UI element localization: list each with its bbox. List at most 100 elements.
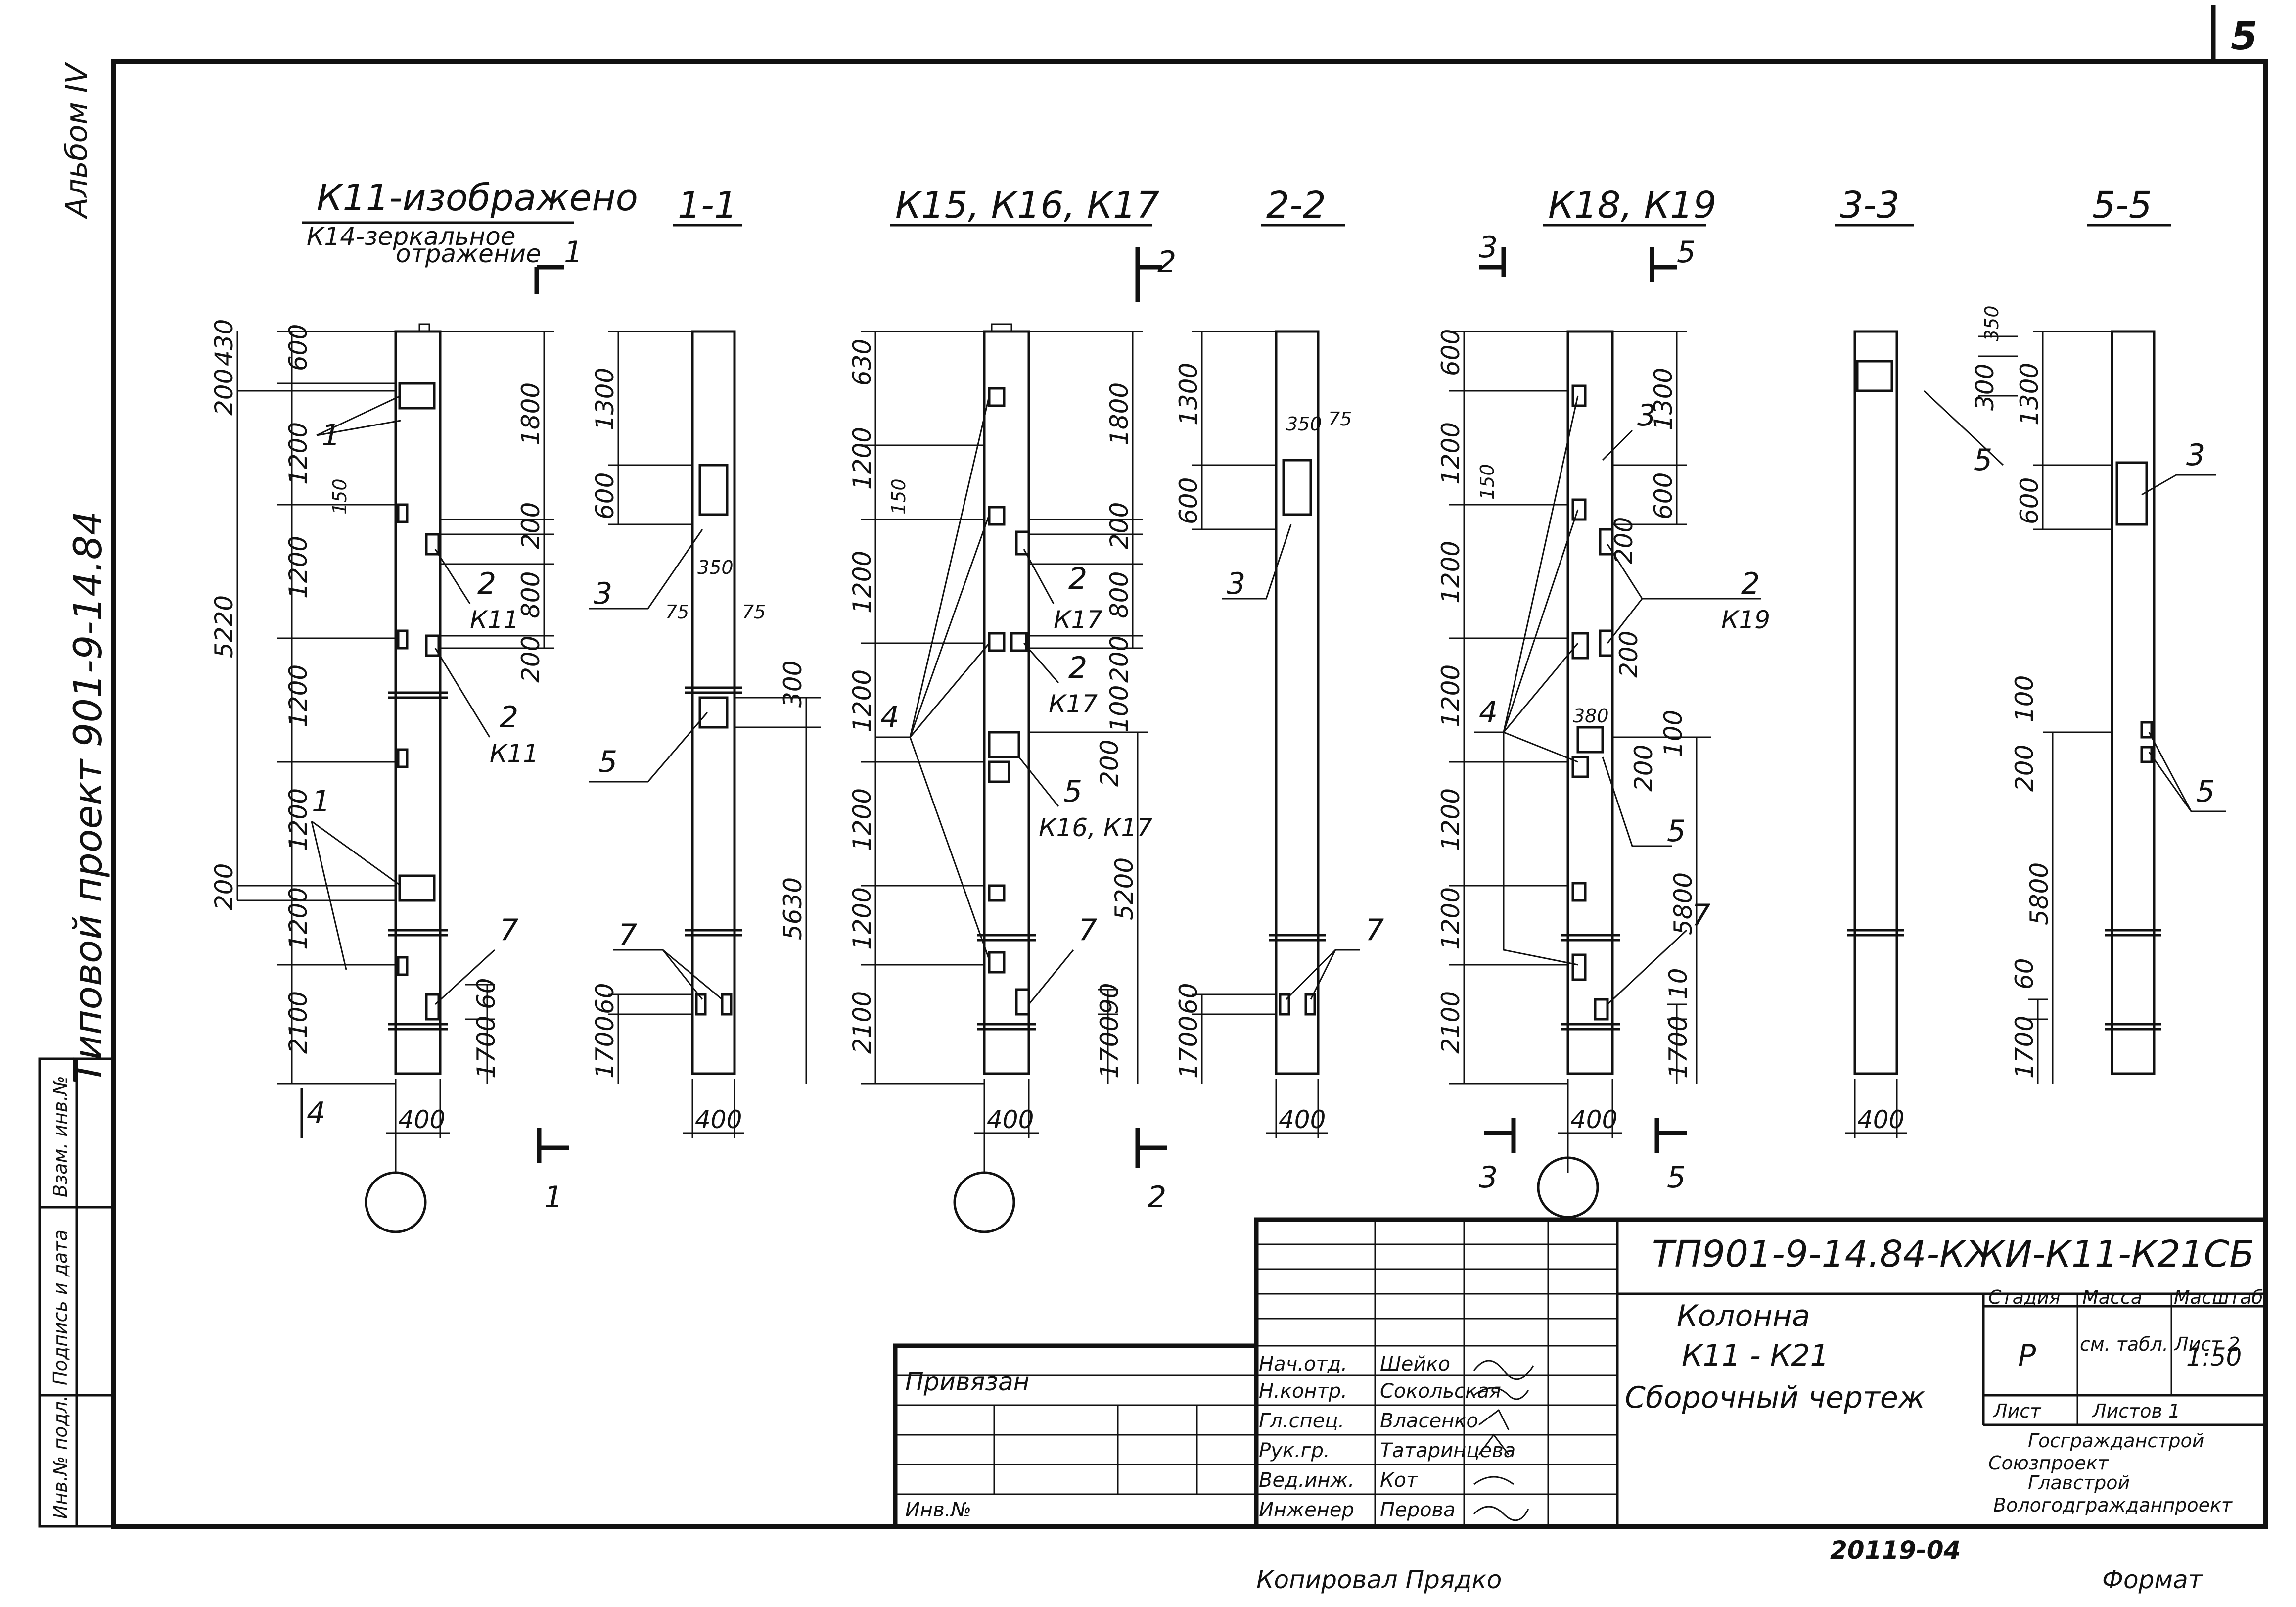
- view-section-1-1: 1-1 1300 600 350 75 75 300 5630 1700 60 …: [589, 184, 821, 1138]
- dim-400-k15: 400: [987, 1105, 1034, 1134]
- title-block: ТП901-9-14.84-КЖИ-К11-К21СБ Колонна К11 …: [893, 1217, 2268, 1529]
- dim-1700-s55: 1700: [2010, 1016, 2039, 1079]
- stamp-mass: см. табл. Лист 2: [2080, 1333, 2240, 1355]
- dim-200-k15-a: 200: [1105, 502, 1134, 549]
- dim-1300-k18: 1300: [1649, 368, 1678, 430]
- callout-2-k11-a: 2: [477, 567, 496, 601]
- stamp-role-2: Н.контр.: [1259, 1380, 1347, 1403]
- dim-200-k15-c: 200: [1095, 740, 1124, 787]
- dim-5200-k15: 5200: [1110, 857, 1139, 920]
- column-section-1-1: [691, 330, 736, 1075]
- axis-bubble-1: [365, 1171, 427, 1233]
- view-2-2-title: 2-2: [1266, 184, 1326, 227]
- axis-bubble-2: [953, 1171, 1015, 1233]
- left-strip-inv-label: Инв.№ подл.: [49, 1395, 71, 1519]
- callout-5-s55-b: 5: [2196, 774, 2215, 809]
- dim-75-s11-a: 75: [665, 601, 689, 623]
- dim-200-bottom-k11: 200: [210, 863, 238, 910]
- callout-2-k15-b: 2: [1068, 651, 1087, 685]
- view-k15-title: К15, К16, К17: [895, 184, 1159, 227]
- dim-60-k11: 60: [472, 978, 501, 1009]
- dim-10-k18: 10: [1664, 968, 1693, 999]
- stamp-org-2: Союзпроект: [1988, 1452, 2110, 1474]
- section-mark-2-top: 2: [1157, 245, 1176, 280]
- column-k15: [983, 330, 1030, 1075]
- stamp-inv: Инв.№: [905, 1499, 971, 1521]
- dim-600-s22: 600: [1174, 477, 1203, 524]
- dim-1300-s11: 1300: [591, 368, 619, 430]
- dim-2100-k11: 2100: [284, 991, 313, 1054]
- dim-5220-k11: 5220: [210, 595, 238, 658]
- view-k11: К11-изображено К14-зеркальное отражение …: [210, 177, 638, 1233]
- section-mark-5-top: 5: [1677, 235, 1696, 270]
- dim-300-s55: 300: [1971, 364, 1999, 411]
- callout-k17-b: К17: [1049, 690, 1098, 718]
- view-section-2-2: 2-2 1300 600 350 75 1700 60 400 3 7: [1174, 184, 1384, 1138]
- view-k15-k17: К15, К16, К17 2 630 1200 150 1200 1200 1…: [848, 184, 1176, 1233]
- callout-2-k18: 2: [1741, 567, 1760, 601]
- section-mark-5-bottom: 5: [1667, 1160, 1686, 1195]
- left-strip-sign-label: Подпись и дата: [49, 1229, 71, 1385]
- dim-75-s22: 75: [1328, 408, 1352, 430]
- stamp-scale: 1:50: [2186, 1343, 2242, 1371]
- dim-1300-s55: 1300: [2015, 363, 2044, 425]
- stamp-sheet-header: Лист: [1992, 1400, 2042, 1422]
- section-mark-1-bottom: 1: [544, 1180, 563, 1215]
- view-k11-subtitle-2: отражение: [396, 239, 541, 268]
- dim-1300-s22: 1300: [1174, 363, 1203, 425]
- section-mark-3-top: 3: [1479, 230, 1498, 265]
- column-section-3-3: [1853, 330, 1898, 1075]
- dim-350-s11: 350: [697, 557, 734, 578]
- embedded-part-1: [398, 382, 436, 410]
- stamp-name-3: Сборочный чертеж: [1625, 1380, 1925, 1415]
- callout-2-k11-b: 2: [500, 700, 518, 735]
- stamp-org-3: Главстрой: [2028, 1472, 2130, 1494]
- callout-3-s55: 3: [2186, 438, 2205, 473]
- dim-1200-k15-a: 1200: [848, 427, 876, 490]
- dim-150-k18: 150: [1476, 464, 1498, 500]
- callout-5-s55-a: 5: [1974, 443, 1992, 477]
- side-album-label: Альбом IV: [59, 62, 94, 220]
- view-section-3-3: 3-3 400: [1835, 184, 1914, 1138]
- callout-7-s22: 7: [1365, 913, 1384, 947]
- dim-100-k15: 100: [1105, 685, 1134, 732]
- dim-350-s22: 350: [1286, 413, 1322, 435]
- dim-350-s55: 350: [1981, 305, 2003, 341]
- callout-1-k11-bottom: 1: [312, 784, 330, 819]
- dim-200-k11-r2: 200: [516, 636, 545, 683]
- view-section-5-5: 5-5 1300 600 350 300 100 200 5800 1700 6…: [1923, 184, 2226, 1084]
- dim-75-s11-b: 75: [742, 601, 766, 623]
- dim-60-s22: 60: [1174, 983, 1203, 1014]
- column-section-2-2: [1275, 330, 1320, 1075]
- dim-800-k11: 800: [516, 571, 545, 618]
- dim-1200-k11-e: 1200: [284, 887, 313, 950]
- dim-1800-k15: 1800: [1105, 382, 1134, 445]
- view-k18-k19: К18, К19 3 5 600 1200 150 1200 1200 1200…: [1436, 184, 1770, 1219]
- callout-k19: К19: [1721, 606, 1770, 634]
- dim-800-k15: 800: [1105, 571, 1134, 618]
- stamp-stage-header: Стадия: [1988, 1286, 2061, 1308]
- dim-1200-k15-c: 1200: [848, 669, 876, 732]
- callout-4-k15: 4: [880, 700, 899, 735]
- dim-600-k18-r: 600: [1649, 473, 1678, 520]
- callout-7-k15: 7: [1078, 913, 1097, 947]
- stamp-name-row-1: Шейко: [1380, 1353, 1450, 1375]
- callout-k11-a: К11: [470, 606, 519, 634]
- page-number: 5: [2231, 14, 2257, 59]
- dim-1200-k18-e: 1200: [1436, 887, 1465, 950]
- dim-600-s55: 600: [2015, 477, 2044, 524]
- dim-1200-k15-b: 1200: [848, 551, 876, 614]
- dim-1200-k11-a: 1200: [284, 422, 313, 485]
- stamp-org-4: Вологодгражданпроект: [1993, 1494, 2233, 1516]
- stamp-name-row-4: Татаринцева: [1380, 1439, 1515, 1462]
- callout-5-k18: 5: [1667, 814, 1686, 849]
- stamp-name-row-2: Сокольская: [1380, 1380, 1501, 1403]
- dim-150-k11: 150: [329, 478, 351, 515]
- column-section-5-5: [2111, 330, 2156, 1075]
- dim-200-k11-r1: 200: [516, 502, 545, 549]
- dim-200-k15-b: 200: [1105, 636, 1134, 683]
- dim-400-k11: 400: [398, 1105, 445, 1134]
- callout-3-s11: 3: [594, 576, 612, 611]
- dim-1200-k15-e: 1200: [848, 887, 876, 950]
